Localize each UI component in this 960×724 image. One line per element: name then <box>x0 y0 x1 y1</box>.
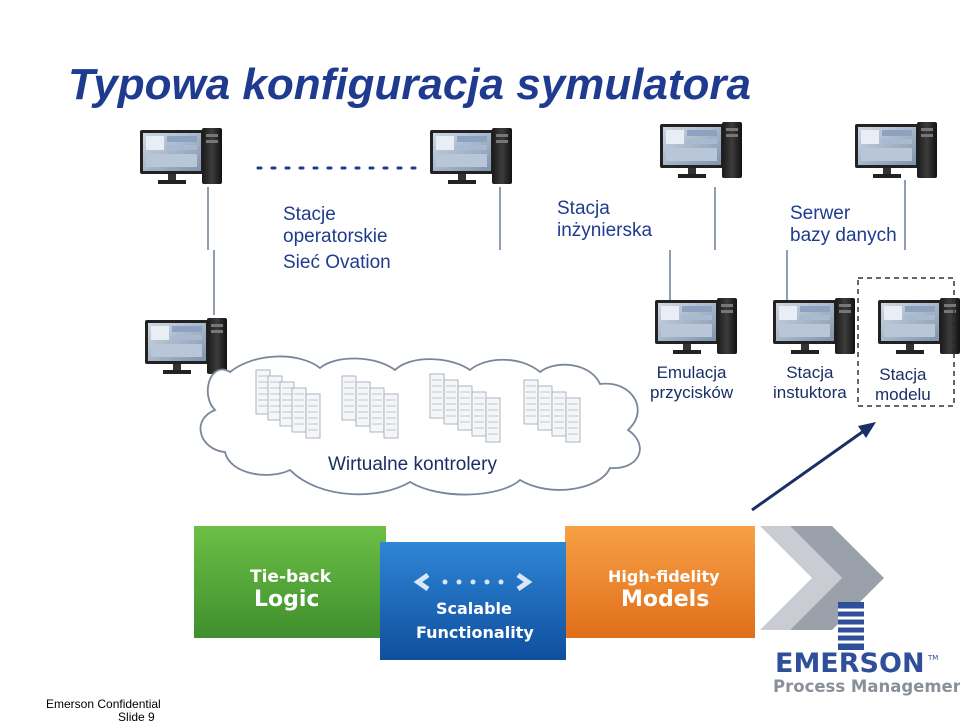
model-station-dashed-frame <box>857 277 955 407</box>
scalable-line2: Functionality <box>416 623 534 642</box>
capability-panels: Tie-back Logic Scalable Functionality Hi… <box>194 526 960 696</box>
operator-station-computer <box>140 128 222 184</box>
confidential-text: Emerson Confidential <box>46 697 161 711</box>
instructor-station-computer <box>773 298 855 354</box>
label-database-server: Serwer bazy danych <box>790 203 897 246</box>
network-diagram <box>140 122 960 512</box>
logo-name: EMERSON <box>775 648 925 679</box>
footer-confidential: Emerson Confidential Slide 9 <box>46 698 161 723</box>
engineering-station-computer <box>660 122 742 178</box>
hifi-panel <box>565 526 755 638</box>
scalable-panel <box>380 542 566 660</box>
hifi-line2: Models <box>621 587 709 612</box>
flow-arrow <box>751 426 869 512</box>
label-model-station: Stacja modelu <box>875 365 931 404</box>
tieback-line2: Logic <box>254 587 319 612</box>
button-emulation-computer <box>655 298 737 354</box>
emerson-logo: EMERSON TM Process Management <box>760 526 960 696</box>
slide-title: Typowa konfiguracja symulatora <box>68 60 751 109</box>
chevron-right-icon <box>516 572 533 592</box>
operator-station-computer <box>430 128 512 184</box>
dots-icon <box>442 579 504 585</box>
scalable-line1: Scalable <box>436 599 512 618</box>
tieback-panel <box>194 526 386 638</box>
label-ovation-network: Sieć Ovation <box>283 252 391 273</box>
logo-subtitle: Process Management <box>773 677 960 696</box>
virtual-controller-host-computer <box>145 318 227 374</box>
database-server-computer <box>855 122 937 178</box>
label-button-emulation: Emulacja przycisków <box>650 363 734 402</box>
label-operator-stations: Stacje operatorskie <box>283 204 388 247</box>
logo-tm: TM <box>927 654 938 662</box>
label-instructor-station: Stacja instuktora <box>773 363 847 402</box>
label-virtual-controllers: Wirtualne kontrolery <box>328 454 497 475</box>
arrow-head-icon <box>858 422 876 438</box>
label-engineering-station: Stacja inżynierska <box>557 198 653 241</box>
model-station-computer <box>878 298 960 354</box>
slide-number: Slide 9 <box>118 709 155 724</box>
hifi-line1: High-fidelity <box>608 567 720 586</box>
chevron-left-icon <box>413 572 430 592</box>
tieback-line1: Tie-back <box>250 567 332 587</box>
